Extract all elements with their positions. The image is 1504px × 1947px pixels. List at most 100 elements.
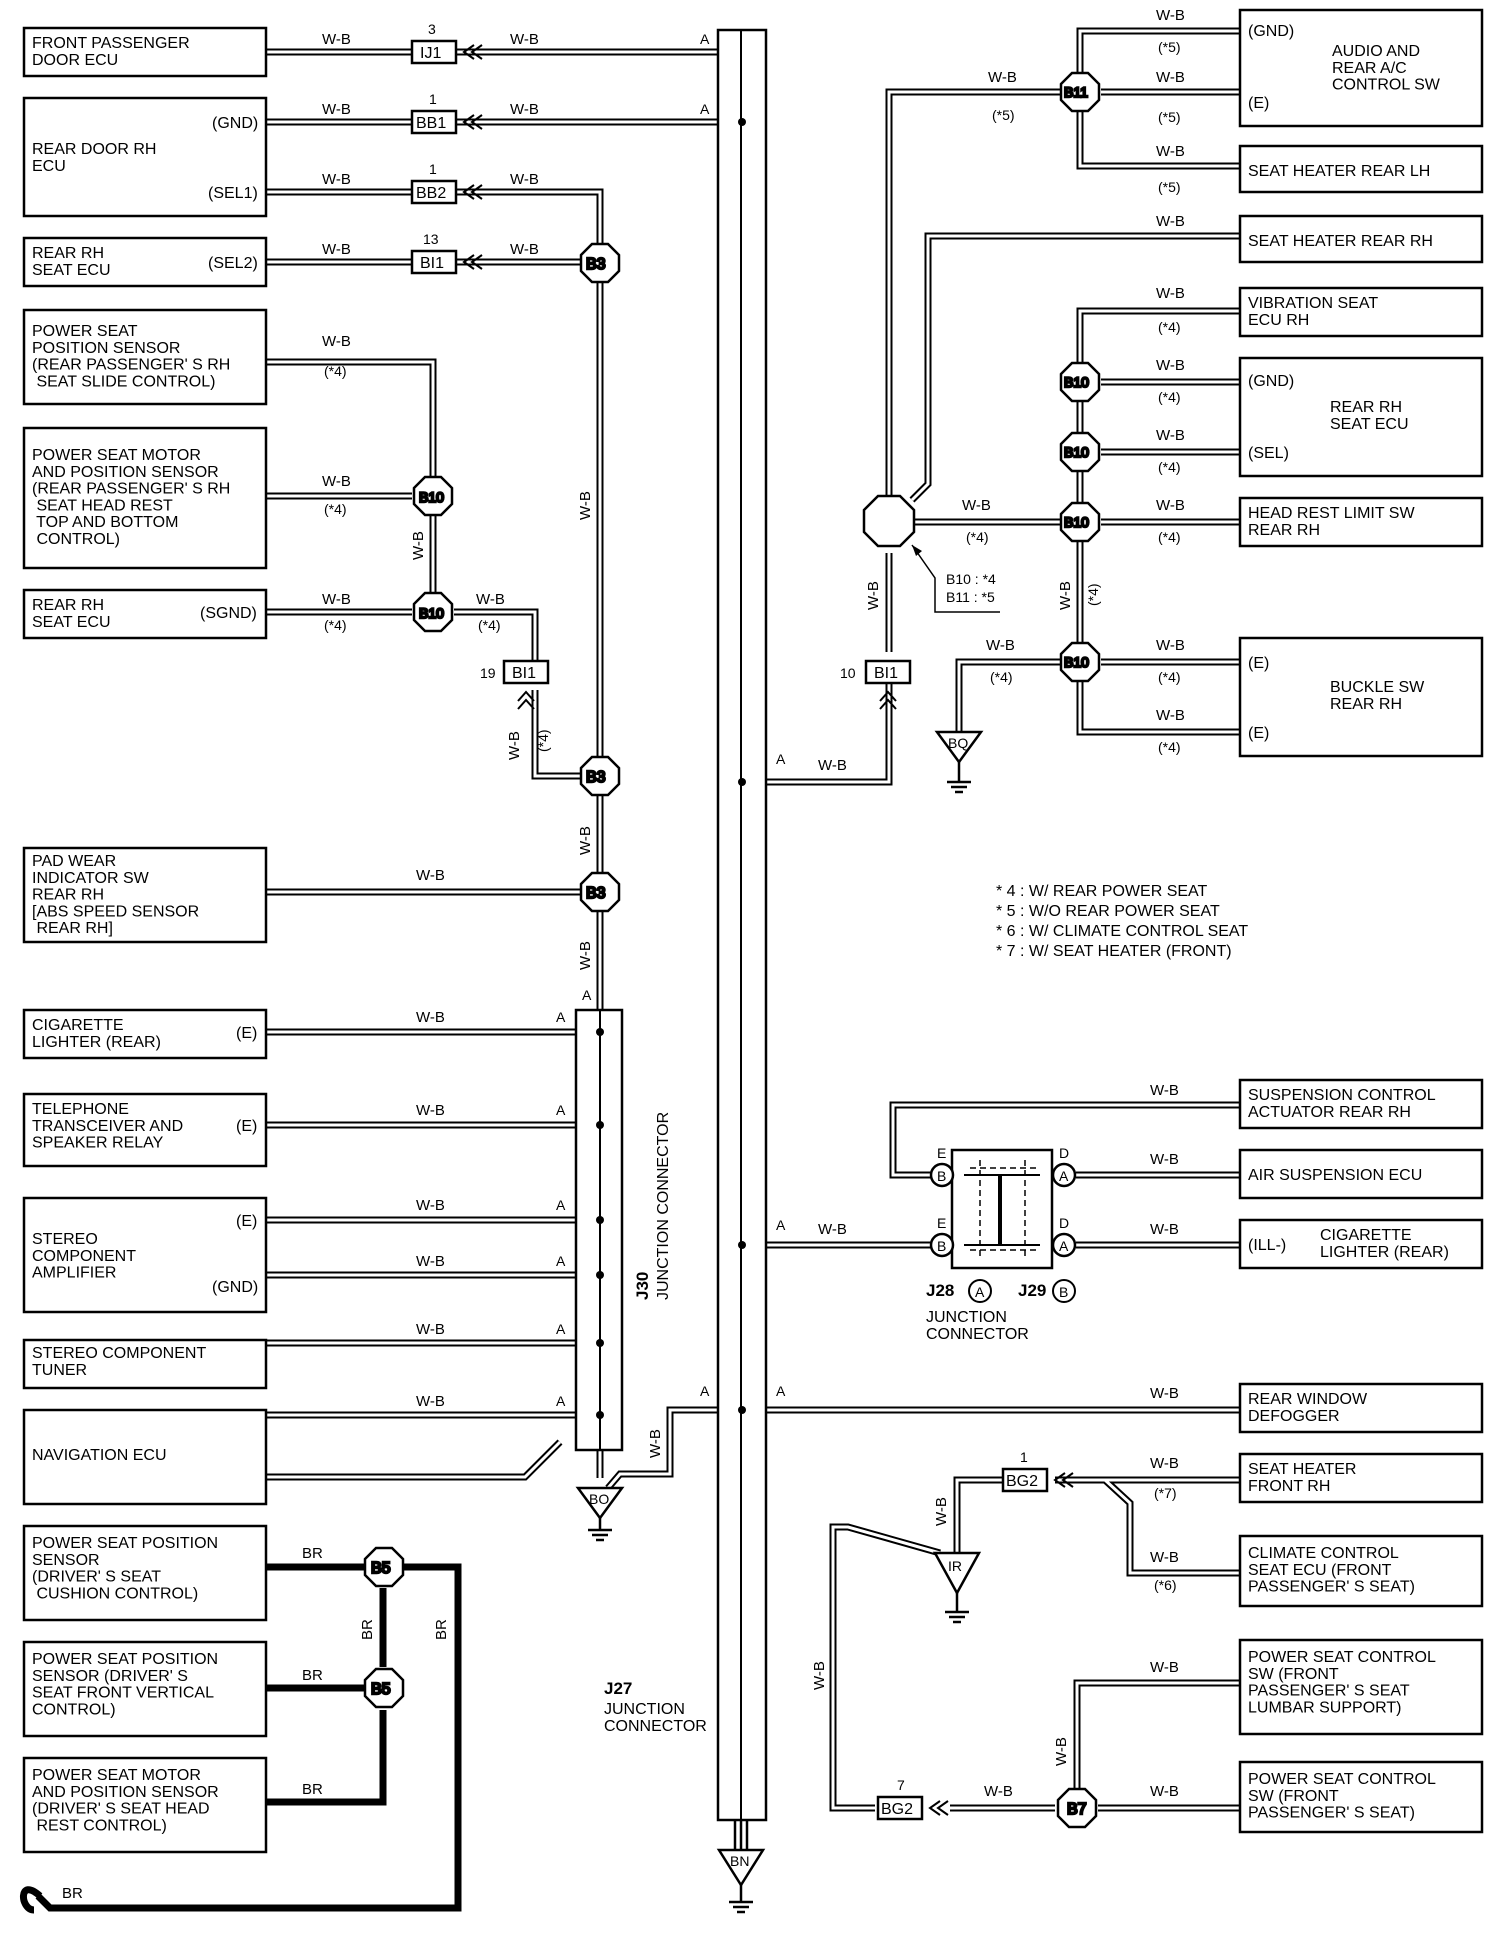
connector-bb1: BB1 1 [410,91,458,135]
splice-b10-r3: B10 [1059,501,1101,543]
box-seat-heater-rear-lh [1238,144,1484,194]
svg-text:W-B: W-B [322,171,351,188]
svg-text:B10: B10 [1064,654,1089,670]
box-navigation-ecu [22,1408,268,1506]
svg-text:W-B: W-B [510,31,539,48]
svg-text:W-B: W-B [322,31,351,48]
svg-text:(*4): (*4) [324,617,347,633]
svg-text:BR: BR [433,1619,450,1640]
svg-text:(*4): (*4) [966,529,989,545]
chevron-icon [879,698,897,710]
svg-text:W-B: W-B [416,1253,445,1270]
svg-text:W-B: W-B [577,491,594,520]
svg-text:A: A [1059,1168,1069,1184]
svg-text:(*6): (*6) [1154,1577,1177,1593]
svg-text:A: A [556,1253,566,1269]
box-stereo-amp [22,1196,268,1314]
svg-text:BI1: BI1 [420,255,444,272]
svg-text:W-B: W-B [1156,143,1185,160]
svg-text:W-B: W-B [322,333,351,350]
svg-text:1: 1 [429,161,437,177]
svg-text:(*5): (*5) [1158,179,1181,195]
svg-text:IJ1: IJ1 [420,45,441,62]
svg-text:B10: B10 [419,605,444,621]
svg-text:B3: B3 [586,885,606,902]
wire-inner [533,690,580,778]
svg-text:W-B: W-B [416,1321,445,1338]
wire-inner [1078,682,1240,734]
box-suspension-actuator [1238,1078,1484,1130]
svg-text:1: 1 [429,91,437,107]
connector-ij1: IJ1 3 [410,21,458,65]
splice-dot [596,1411,604,1419]
svg-text:W-B: W-B [1156,285,1185,302]
pin-label: (GND) [1248,373,1294,390]
splice-b7: B7 [1056,1787,1098,1829]
svg-text:A: A [700,31,710,47]
label-navigation-ecu: NAVIGATION ECU [32,1447,167,1464]
connector-bb2: BB2 1 [410,161,458,205]
splice-b11: B11 [1059,71,1101,113]
chevron-icon [1061,1472,1074,1488]
svg-text:W-B: W-B [1150,1549,1179,1566]
pin-label: (GND) [212,115,258,132]
component-boxes [22,8,1484,1854]
box-ps-position-sensor-rear [22,308,268,406]
chevron-icon [517,698,535,710]
chevron-icon [1053,1472,1066,1488]
svg-text:A: A [556,1009,566,1025]
wire-inner-layer [266,29,1240,1810]
br-wire [35,1563,462,1912]
wire-inner [955,1478,1003,1553]
connector-bi1-10: BI1 10 [840,659,912,685]
wire-inner [1078,112,1240,168]
pin-label: (E) [1248,655,1269,672]
svg-text:W-B: W-B [865,581,882,610]
box-rear-window-defogger [1238,1382,1484,1434]
svg-text:W-B: W-B [1150,1385,1179,1402]
wire-inner [1103,1478,1240,1575]
splice-dot [596,1271,604,1279]
svg-text:BI1: BI1 [874,665,898,682]
connector-blocks: IJ1 3 BB1 1 BB2 1 BI1 13 BI1 19 BI1 10 [410,21,1049,1821]
svg-text:W-B: W-B [1156,357,1185,374]
svg-text:BO: BO [589,1491,609,1507]
svg-text:7: 7 [897,1777,905,1793]
box-audio-rear-ac [1238,8,1484,128]
box-seat-heater-front-rh [1238,1452,1484,1504]
box-air-suspension-ecu [1238,1148,1484,1200]
splice-b3-2: B3 [579,755,621,797]
svg-text:W-B: W-B [577,826,594,855]
svg-text:W-B: W-B [510,101,539,118]
legend-item: * 7 : W/ SEAT HEATER (FRONT) [996,943,1232,960]
svg-text:W-B: W-B [986,637,1015,654]
wire-inner [1078,29,1240,72]
svg-text:W-B: W-B [1156,427,1185,444]
svg-text:W-B: W-B [1150,1082,1179,1099]
callout: B10 : *4 B11 : *5 [911,544,1000,613]
svg-text:B11: B11 [1064,84,1088,100]
svg-text:(*4): (*4) [324,501,347,517]
svg-text:W-B: W-B [1156,707,1185,724]
svg-text:A: A [556,1102,566,1118]
box-seat-heater-rear-rh [1238,214,1484,264]
svg-text:(*5): (*5) [992,107,1015,123]
svg-text:W-B: W-B [510,171,539,188]
svg-text:13: 13 [423,231,439,247]
svg-text:D: D [1059,1215,1069,1231]
svg-text:B5: B5 [371,1560,391,1577]
svg-text:A: A [582,987,592,1003]
svg-text:A: A [556,1393,566,1409]
svg-text:J30: J30 [633,1272,652,1300]
svg-text:W-B: W-B [1150,1221,1179,1238]
